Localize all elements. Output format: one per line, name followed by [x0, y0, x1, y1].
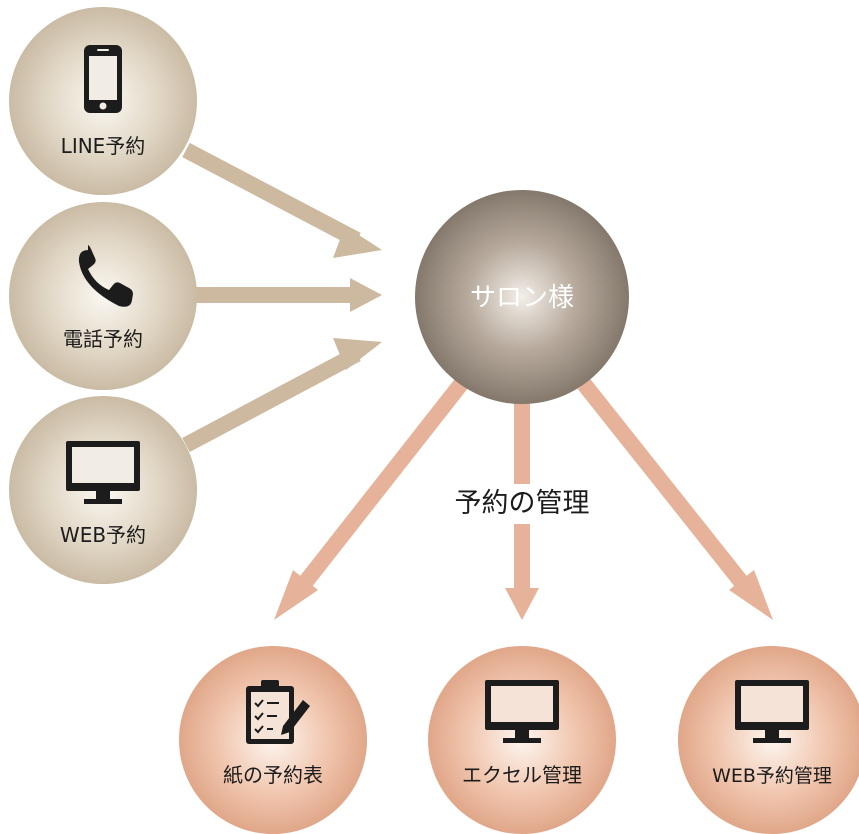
center-label: サロン様 [470, 283, 574, 313]
arrow-web-to-salon [182, 338, 382, 453]
source-line: LINE予約 [9, 7, 197, 195]
smartphone-icon [84, 45, 122, 113]
source-label-line: LINE予約 [61, 134, 146, 158]
source-phone: 電話予約 [9, 202, 197, 390]
arrow-phone-to-salon [196, 278, 382, 312]
management-label: 予約の管理 [455, 488, 590, 519]
arrow-salon-to-paper [274, 379, 468, 620]
monitor-icon [485, 680, 559, 743]
output-web: WEB予約管理 [678, 646, 859, 834]
arrow-line-to-salon [182, 142, 382, 258]
output-paper: 紙の予約表 [179, 646, 367, 834]
output-label-excel: エクセル管理 [462, 763, 582, 787]
source-web: WEB予約 [9, 396, 197, 584]
arrow-salon-to-web [577, 379, 773, 620]
output-excel: エクセル管理 [428, 646, 616, 834]
source-label-phone: 電話予約 [63, 327, 143, 351]
phone-icon [78, 245, 133, 307]
monitor-icon [735, 680, 809, 743]
center-salon: サロン様 [415, 190, 629, 404]
monitor-icon [66, 441, 140, 504]
source-label-web: WEB予約 [60, 523, 146, 547]
output-label-paper: 紙の予約表 [223, 763, 323, 787]
clipboard-icon [246, 680, 310, 744]
output-label-web: WEB予約管理 [712, 765, 832, 787]
